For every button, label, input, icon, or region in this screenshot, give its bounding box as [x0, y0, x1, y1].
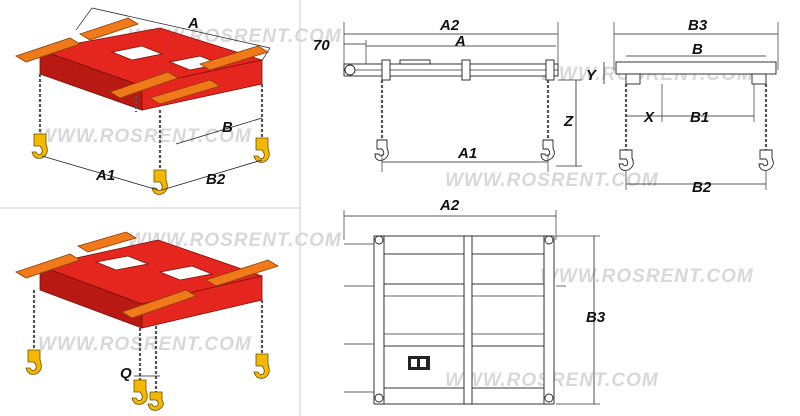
- watermark-4: WWW.ROSRENT.COM: [38, 334, 252, 355]
- front-hook-right: [540, 139, 555, 161]
- hook-5: [131, 379, 148, 405]
- hook-3: [253, 137, 270, 163]
- plan-rail-left: [373, 235, 385, 405]
- label-b2: B2: [206, 171, 226, 188]
- dim-line-a1: [41, 155, 159, 191]
- label-a2-front: A2: [439, 17, 460, 34]
- label-b3-plan: B3: [586, 309, 606, 326]
- watermark-7: WWW.ROSRENT.COM: [540, 266, 754, 287]
- label-b3-side: B3: [688, 17, 708, 34]
- label-a1: A1: [95, 167, 115, 184]
- label-b1: B1: [690, 109, 709, 126]
- label-q: Q: [120, 365, 132, 382]
- front-hook-left: [374, 139, 389, 161]
- label-70: 70: [313, 37, 330, 54]
- watermark-3: WWW.ROSRENT.COM: [128, 230, 342, 251]
- iso-view-top: A A1 B2 B: [15, 7, 271, 195]
- hook-7: [253, 353, 270, 379]
- front-view: A2 70 A A1 Z: [313, 17, 582, 172]
- dim-line-b: [175, 117, 263, 145]
- watermark-2: WWW.ROSRENT.COM: [38, 126, 252, 147]
- dim-line-b2: [161, 159, 263, 191]
- label-b-side: B: [692, 41, 703, 58]
- dim-line-a: [91, 7, 271, 49]
- hook-1: [31, 133, 48, 159]
- hook-4: [25, 349, 42, 375]
- label-x: X: [643, 109, 655, 126]
- cutout-1: [110, 45, 164, 61]
- label-y: Y: [586, 67, 598, 84]
- label-a: A: [187, 15, 199, 32]
- side-view: B3 B Y X B1 B2: [586, 17, 779, 196]
- label-a2-plan: A2: [439, 197, 460, 214]
- hook-2: [151, 169, 168, 195]
- plan-view: A2 B3: [343, 197, 606, 405]
- hook-6: [147, 391, 164, 411]
- side-hook-left: [618, 149, 634, 171]
- label-a1-front: A1: [457, 145, 477, 162]
- watermark-6: WWW.ROSRENT.COM: [445, 170, 659, 191]
- plan-rail-middle: [463, 235, 473, 405]
- beam-end: [615, 61, 777, 75]
- label-a-front: A: [454, 33, 466, 50]
- label-z: Z: [563, 113, 574, 130]
- label-b2-side: B2: [692, 179, 712, 196]
- side-hook-right: [758, 149, 774, 171]
- plan-rail-right: [543, 235, 555, 405]
- end-bar-left: [15, 37, 81, 63]
- iso-view-bottom: Q: [15, 231, 279, 411]
- label-b: B: [222, 119, 233, 136]
